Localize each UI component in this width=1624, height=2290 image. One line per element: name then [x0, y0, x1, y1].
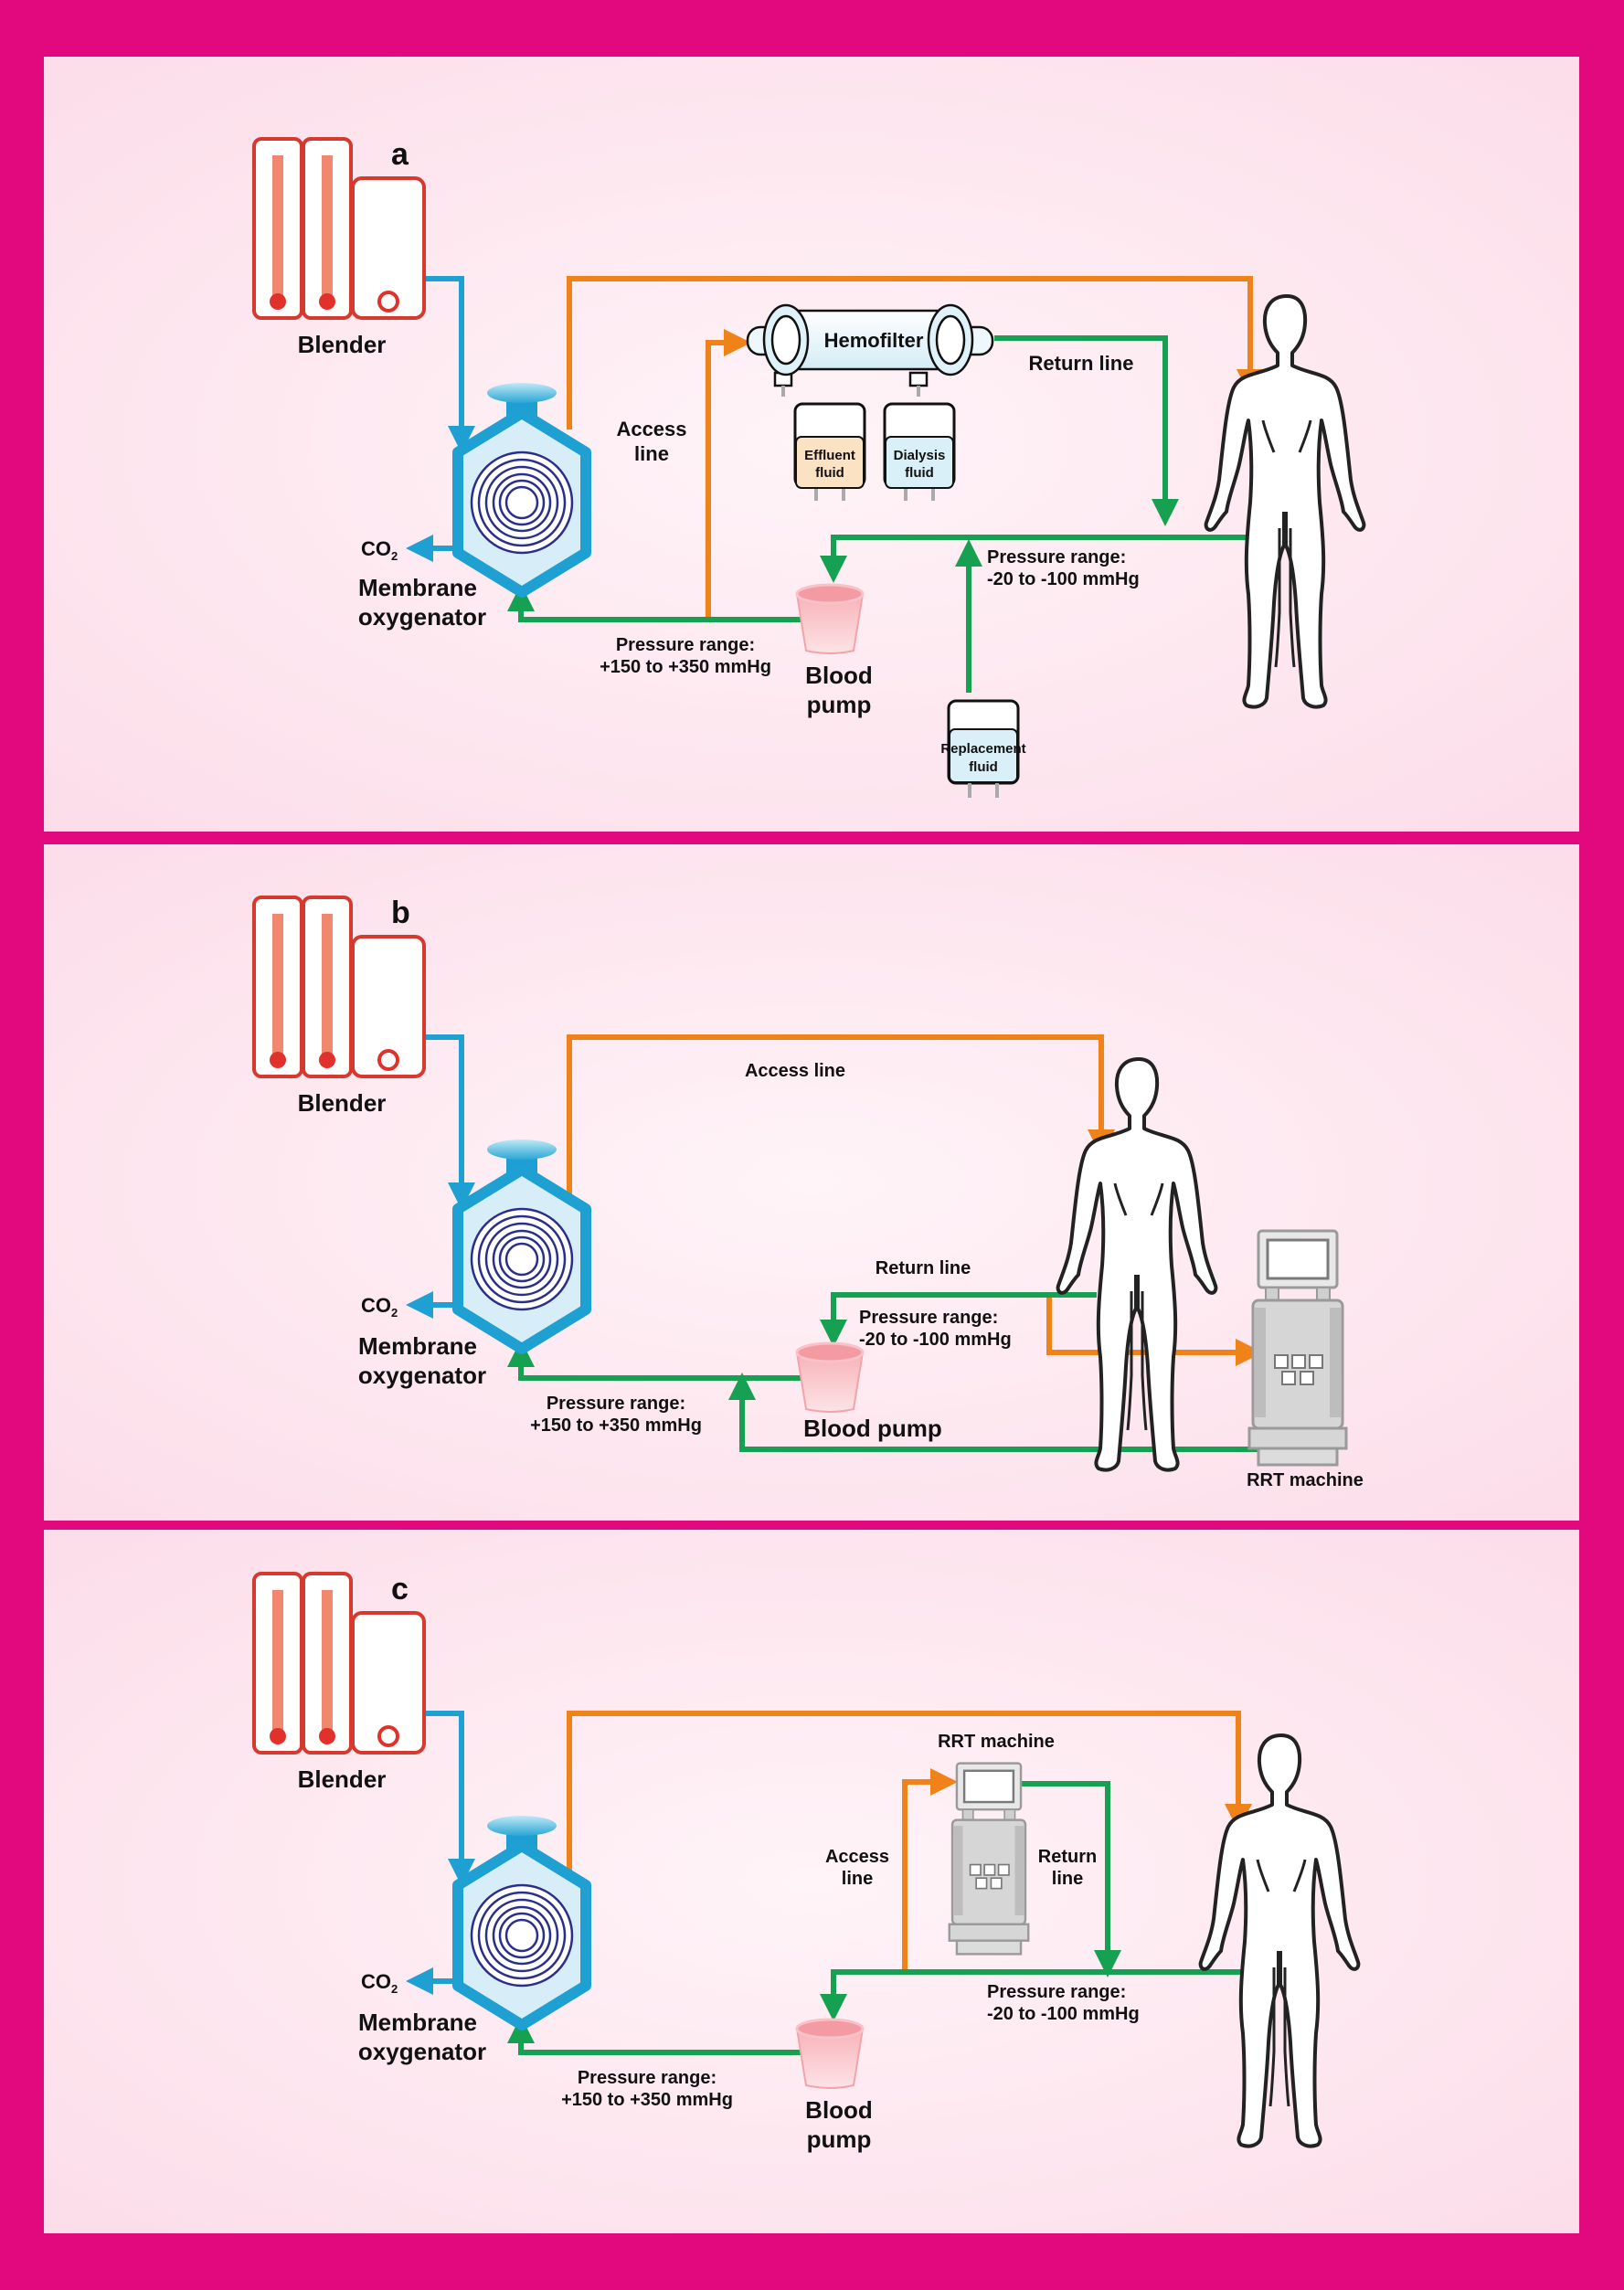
pressure-negative-label-2: -20 to -100 mmHg — [859, 1330, 1012, 1350]
blood-outflow-line — [567, 276, 1264, 429]
pressure-negative-label-2: -20 to -100 mmHg — [987, 569, 1140, 589]
blood-pump-label-2: pump — [807, 691, 872, 718]
oxygenator-label-2: oxygenator — [358, 2038, 486, 2065]
co2-label: CO2 — [361, 1970, 398, 1996]
panel-letter: c — [391, 1572, 409, 1606]
oxygenator-label-1: Membrane — [358, 2009, 477, 2036]
blood-pump-icon — [795, 2018, 865, 2090]
panel-c: c Blender CO2 Membrane oxygenator RRT ma… — [252, 1572, 1361, 2153]
replacement-label-1: Replacement — [940, 741, 1025, 757]
panel-letter: b — [391, 896, 410, 930]
oxygenator-label-2: oxygenator — [358, 1362, 486, 1389]
hemofilter-icon — [746, 303, 994, 397]
pressure-positive-label-1: Pressure range: — [616, 635, 755, 655]
access-line-label: Access line — [745, 1061, 845, 1081]
blender-label: Blender — [298, 1089, 387, 1117]
blood-outflow-line — [567, 1711, 1252, 1881]
blood-outflow-line — [567, 1034, 1115, 1204]
pump-to-oxygenator-line — [507, 1340, 804, 1381]
panel-a: a Blender CO2 Membrane oxygenator Hemofi… — [252, 137, 1366, 798]
return-line-label: Return line — [876, 1258, 971, 1278]
gas-line — [420, 1711, 475, 1886]
blood-pump-label-1: Blood — [805, 2096, 873, 2124]
rrt-machine-label: RRT machine — [1247, 1470, 1364, 1490]
oxygenator-label-1: Membrane — [358, 1332, 477, 1360]
co2-label: CO2 — [361, 537, 398, 563]
co2-label: CO2 — [361, 1294, 398, 1320]
rrt-return-line — [728, 1373, 1259, 1452]
blood-pump-icon — [795, 1341, 865, 1414]
replacement-label-2: fluid — [969, 759, 998, 775]
access-line-label-2: line — [634, 442, 669, 465]
access-line — [706, 329, 751, 620]
rrt-machine-icon — [1247, 1229, 1348, 1467]
oxygenator-label-2: oxygenator — [358, 603, 486, 631]
effluent-label-1: Effluent — [804, 448, 855, 463]
return-line — [994, 335, 1179, 526]
pressure-positive-label-1: Pressure range: — [578, 2068, 716, 2088]
pressure-positive-label-2: +150 to +350 mmHg — [530, 1415, 702, 1436]
rrt-machine-label: RRT machine — [938, 1732, 1055, 1752]
panel-letter: a — [391, 137, 409, 172]
access-line-label-1: Access — [616, 418, 686, 440]
pressure-negative-label-2: -20 to -100 mmHg — [987, 2004, 1140, 2024]
return-line — [1022, 1781, 1121, 1977]
dialysis-label-1: Dialysis — [894, 448, 946, 463]
blender-label: Blender — [298, 331, 387, 358]
pressure-positive-label-2: +150 to +350 mmHg — [600, 657, 771, 677]
return-line — [820, 1292, 1097, 1347]
access-line — [902, 1768, 958, 1972]
blender-label: Blender — [298, 1765, 387, 1793]
access-line — [1046, 1295, 1263, 1366]
access-line-label-1: Access — [825, 1847, 889, 1867]
panel-b: b Blender CO2 Membrane oxygenator Access… — [252, 896, 1364, 1490]
replacement-fluid-fill — [949, 728, 1018, 783]
access-line-label-2: line — [842, 1869, 873, 1889]
drainage-line — [820, 535, 1257, 583]
dialysis-fluid-fill — [885, 436, 954, 489]
rrt-machine-icon — [948, 1762, 1030, 1956]
pressure-negative-label-1: Pressure range: — [987, 1982, 1126, 2002]
gas-line — [420, 1034, 475, 1210]
pump-to-oxygenator-line — [507, 584, 804, 622]
pressure-positive-label-2: +150 to +350 mmHg — [561, 2090, 733, 2110]
effluent-label-2: fluid — [815, 465, 844, 481]
return-line-label-2: line — [1052, 1869, 1083, 1889]
gas-line — [420, 276, 475, 453]
blood-pump-icon — [795, 583, 865, 655]
blood-pump-label-2: pump — [807, 2126, 872, 2153]
drainage-line — [820, 1969, 1257, 2021]
effluent-fluid-fill — [795, 436, 865, 489]
hemofilter-label: Hemofilter — [824, 329, 924, 352]
pressure-negative-label-1: Pressure range: — [987, 547, 1126, 567]
return-line-label: Return line — [1029, 352, 1134, 375]
return-line-label-1: Return — [1038, 1847, 1097, 1867]
blood-pump-label-1: Blood — [805, 662, 873, 689]
pressure-negative-label-1: Pressure range: — [859, 1308, 998, 1328]
dialysis-label-2: fluid — [905, 465, 934, 481]
pump-to-oxygenator-line — [507, 2016, 804, 2055]
pressure-positive-label-1: Pressure range: — [547, 1394, 685, 1414]
blood-pump-label: Blood pump — [803, 1415, 942, 1442]
oxygenator-label-1: Membrane — [358, 574, 477, 601]
